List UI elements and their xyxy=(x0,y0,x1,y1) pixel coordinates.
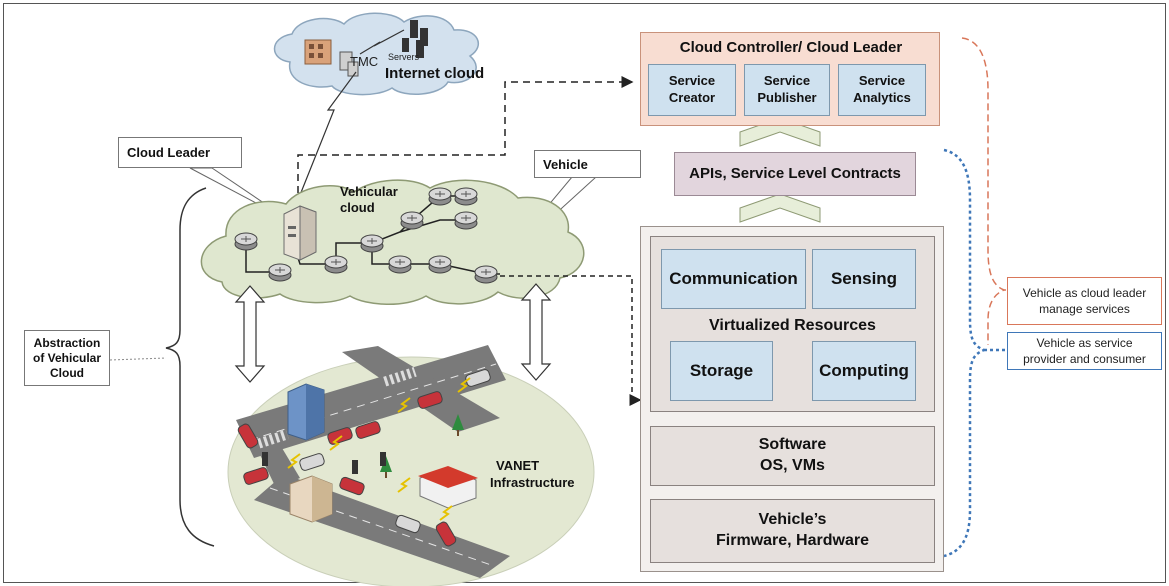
abstraction-brace xyxy=(165,187,215,547)
router-icon xyxy=(388,255,412,274)
computing-box: Computing xyxy=(812,341,916,401)
car-icon xyxy=(435,521,457,547)
v2v-link-icons xyxy=(287,377,471,521)
router-icon xyxy=(454,187,478,206)
tmc-building-icon xyxy=(304,39,332,65)
car-icon xyxy=(339,476,365,496)
router-icon xyxy=(324,255,348,274)
router-icon xyxy=(454,211,478,230)
router-icon xyxy=(268,263,292,282)
blue-building-icon xyxy=(287,383,325,441)
router-icon xyxy=(428,255,452,274)
vehicle-router-icons xyxy=(234,187,498,284)
car-icon xyxy=(327,427,353,445)
apis-box: APIs, Service Level Contracts xyxy=(674,152,916,196)
server-icons xyxy=(339,20,428,77)
vehicle-to-resources-arrow xyxy=(500,275,642,406)
vanet-vehicle-icons xyxy=(237,369,491,547)
storage-box: Storage xyxy=(670,341,773,401)
router-icon xyxy=(474,265,498,284)
diagram-frame xyxy=(3,3,1166,583)
car-icon xyxy=(417,391,443,409)
car-icon xyxy=(237,423,259,449)
router-icon xyxy=(234,232,258,251)
router-icon xyxy=(400,211,424,230)
cloud-leader-brace xyxy=(961,37,1007,345)
car-icon xyxy=(299,453,325,471)
left-double-arrow xyxy=(234,285,266,383)
abstraction-callout: Abstraction of Vehicular Cloud xyxy=(24,330,110,386)
sensing-box: Sensing xyxy=(812,249,916,309)
servers-label: Servers xyxy=(388,52,420,62)
cloud-leader-server-icon xyxy=(283,205,317,261)
cloud-controller-title: Cloud Controller/ Cloud Leader xyxy=(679,39,903,56)
vehicular-cloud-label: Vehicular cloud xyxy=(340,184,398,216)
communication-box: Communication xyxy=(661,249,806,309)
car-icon xyxy=(355,421,381,439)
tmc-label: TMC xyxy=(350,54,379,69)
vanet-label: VANET Infrastructure xyxy=(490,458,575,490)
router-icon xyxy=(360,234,384,253)
vehicle-callout: Vehicle xyxy=(534,150,641,178)
apartment-building-icon xyxy=(289,475,333,523)
router-icon xyxy=(428,187,452,206)
internet-cloud-label: Internet cloud xyxy=(385,65,485,82)
car-icon xyxy=(243,467,269,485)
right-double-arrow xyxy=(520,283,552,381)
service-provider-brace xyxy=(943,148,988,558)
car-icon xyxy=(395,514,421,534)
cloud-leader-callout: Cloud Leader xyxy=(118,137,242,168)
upward-chevron-lower xyxy=(739,193,821,223)
gas-station-icon xyxy=(418,466,478,509)
virtualized-resources-title: Virtualized Resources xyxy=(709,317,876,334)
traffic-light-icons xyxy=(262,452,386,474)
leader-to-controller-arrow xyxy=(297,76,634,205)
